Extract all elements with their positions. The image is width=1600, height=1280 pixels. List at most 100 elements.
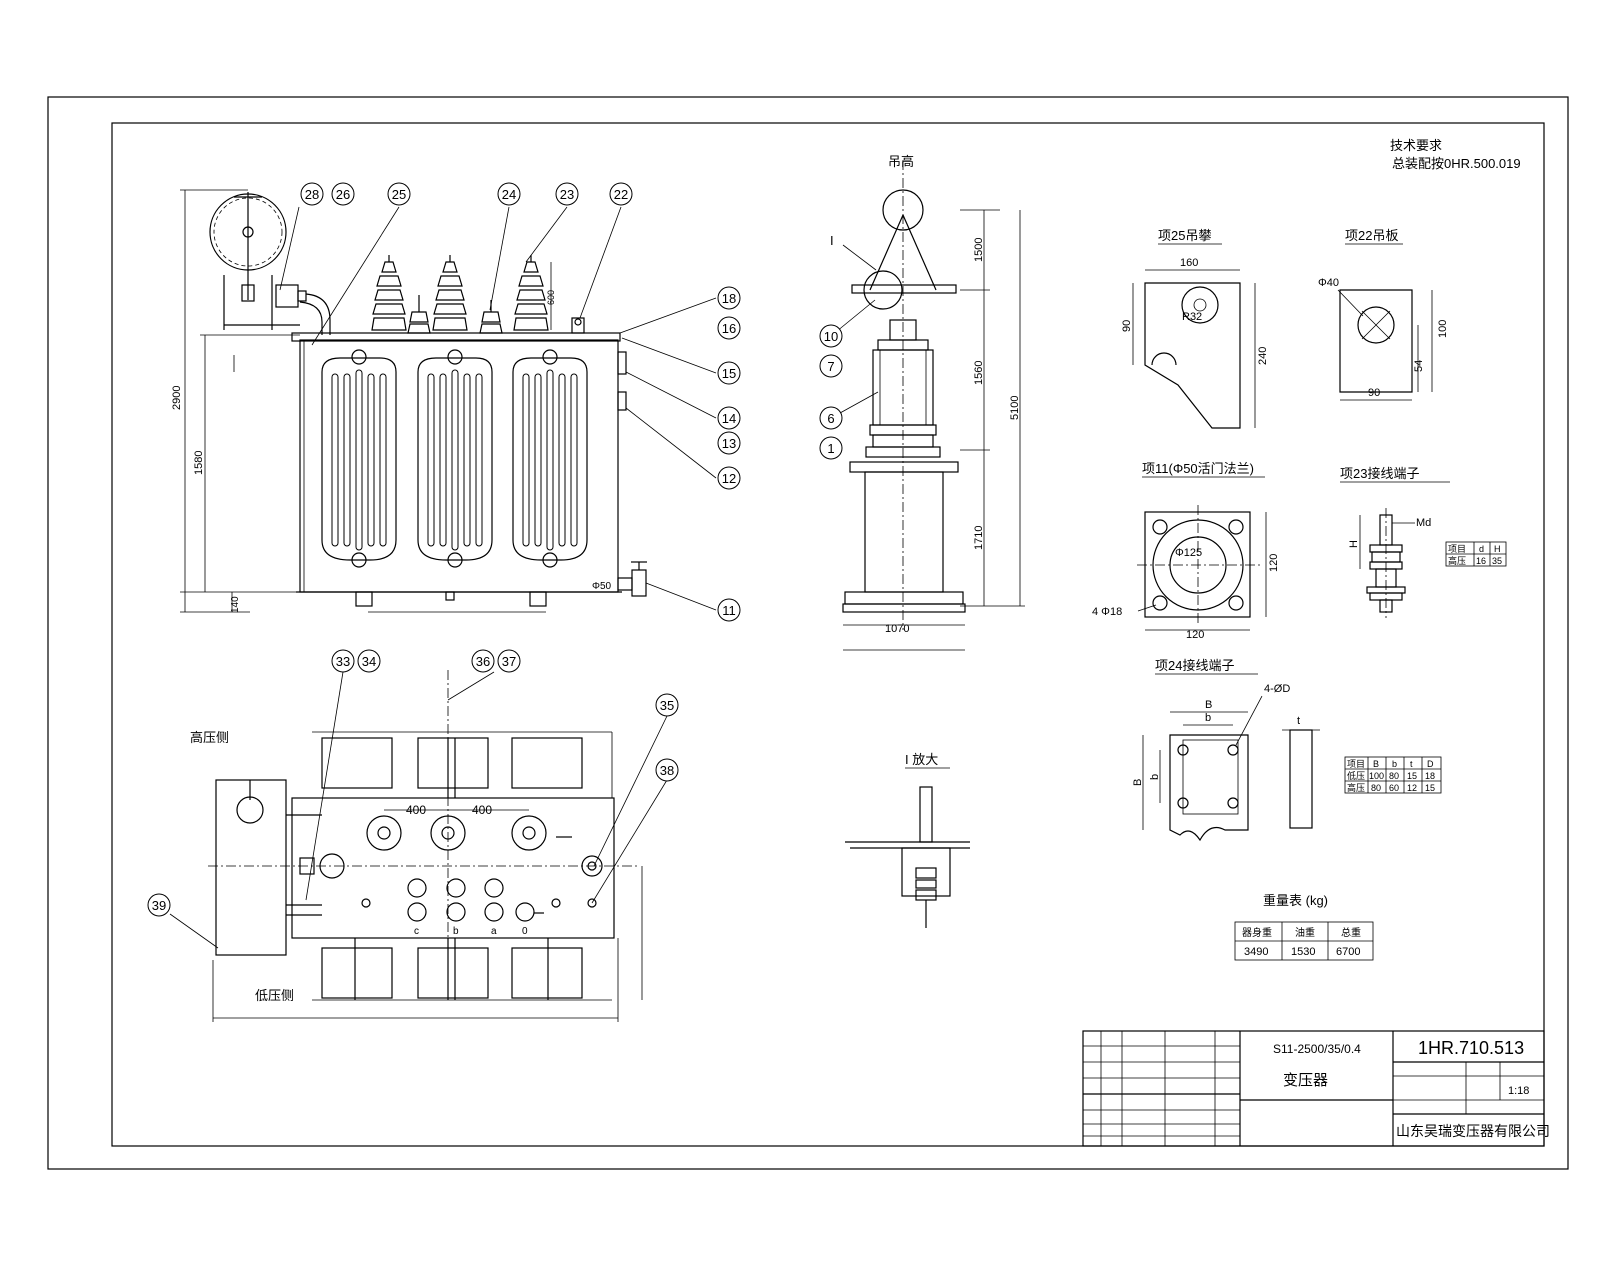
item11-dim-phi125: Φ125 xyxy=(1175,547,1202,559)
callout-11-label: 11 xyxy=(722,603,736,618)
side-dim-5100: 5100 xyxy=(1009,396,1021,420)
item23-dim-h: H xyxy=(1348,540,1360,548)
plan-view: 高压侧 低压侧 400 400 xyxy=(147,649,679,1022)
item24-dim-holes: 4-ØD xyxy=(1264,683,1290,695)
item24-r1-1: 80 xyxy=(1371,783,1381,793)
callout-24-label: 24 xyxy=(502,187,516,202)
item24-title: 项24接线端子 xyxy=(1155,658,1234,673)
callout-23-label: 23 xyxy=(560,187,574,202)
weight-table: 重量表 (kg) 器身重 油重 总重 3490 1530 6700 xyxy=(1234,893,1374,961)
item24-dim-b-v: b xyxy=(1149,774,1161,780)
phase-c: c xyxy=(414,926,419,937)
weight-val-0: 3490 xyxy=(1244,946,1268,958)
item24-r0-4: 18 xyxy=(1425,771,1435,781)
callout-6-label: 6 xyxy=(827,411,834,426)
item25-dim-160: 160 xyxy=(1180,257,1198,269)
callout-1 xyxy=(819,436,843,460)
item25-dim-90: 90 xyxy=(1121,320,1133,332)
callout-13-label: 13 xyxy=(722,436,736,451)
side-dim-1560: 1560 xyxy=(973,361,985,385)
item24-r0-0: 低压 xyxy=(1347,770,1365,781)
callout-23 xyxy=(555,182,579,206)
side-dim-1070: 1070 xyxy=(885,623,909,635)
item22-dim-90: 90 xyxy=(1368,387,1380,399)
callout-34 xyxy=(357,649,381,673)
item23-th-2: H xyxy=(1494,544,1501,554)
title-name: 变压器 xyxy=(1283,1072,1328,1089)
callout-25-label: 25 xyxy=(392,187,406,202)
callout-14 xyxy=(717,406,741,430)
callout-18 xyxy=(717,286,741,310)
dim-height-total: 2900 xyxy=(171,386,183,410)
callout-34-label: 34 xyxy=(362,654,376,669)
side-top-label: 吊高 xyxy=(888,154,914,169)
item23-th-1: d xyxy=(1479,544,1484,554)
tech-req-title: 技术要求 xyxy=(1390,138,1442,153)
item24-dim-B-h: B xyxy=(1205,699,1212,711)
item24-th-0: 项目 xyxy=(1347,759,1365,769)
callout-15-label: 15 xyxy=(722,366,736,381)
item22-dim-54: 54 xyxy=(1413,360,1425,372)
item24-r1-0: 高压 xyxy=(1347,782,1365,793)
item24-detail: 项24接线端子 4-ØD B b B b t 项目 B b xyxy=(1132,658,1442,842)
outer-border xyxy=(47,96,1569,1170)
weight-val-2: 6700 xyxy=(1336,946,1360,958)
dim-body-height: 1580 xyxy=(193,451,205,475)
phase-b: b xyxy=(453,926,459,937)
callout-6 xyxy=(819,406,843,430)
item24-r1-3: 12 xyxy=(1407,783,1417,793)
callout-16-label: 16 xyxy=(722,321,736,336)
title-model: S11-2500/35/0.4 xyxy=(1273,1042,1361,1056)
callout-28 xyxy=(300,182,324,206)
plan-spacing-1: 400 xyxy=(406,803,426,817)
front-view: Φ50 2900 1580 140 600 xyxy=(171,189,647,613)
item22-dim-100: 100 xyxy=(1437,320,1449,338)
callout-36 xyxy=(471,649,495,673)
item22-detail: 项22吊板 Φ40 100 54 90 xyxy=(1318,228,1449,401)
callout-18-label: 18 xyxy=(722,291,736,306)
callout-24 xyxy=(497,182,521,206)
callout-36-label: 36 xyxy=(476,654,490,669)
callout-39 xyxy=(147,893,171,917)
drain-valve: Φ50 xyxy=(592,561,647,597)
radiator-1 xyxy=(321,349,397,568)
callout-33-label: 33 xyxy=(336,654,350,669)
item24-dim-B-v: B xyxy=(1132,779,1144,786)
weight-th-1: 油重 xyxy=(1295,926,1315,939)
item11-dim-120-v: 120 xyxy=(1268,554,1280,572)
item11-dim-120-h: 120 xyxy=(1186,629,1204,641)
callout-11 xyxy=(717,598,741,622)
weight-th-2: 总重 xyxy=(1341,926,1361,939)
callout-14-label: 14 xyxy=(722,411,736,426)
weight-th-0: 器身重 xyxy=(1242,926,1272,939)
side-dim-1710: 1710 xyxy=(973,526,985,550)
item11-dim-holes: 4 Φ18 xyxy=(1092,606,1122,618)
weight-title: 重量表 (kg) xyxy=(1263,893,1328,908)
title-company: 山东吴瑞变压器有限公司 xyxy=(1396,1123,1550,1139)
callout-37-label: 37 xyxy=(502,654,516,669)
callout-22 xyxy=(609,182,633,206)
callout-7-label: 7 xyxy=(827,359,834,374)
item25-dim-240: 240 xyxy=(1257,347,1269,365)
callout-25 xyxy=(387,182,411,206)
callout-12 xyxy=(717,466,741,490)
tech-requirements: 技术要求 总装配按0HR.500.019 xyxy=(1390,138,1521,171)
lv-side-label: 低压侧 xyxy=(255,988,294,1003)
item25-title: 项25吊攀 xyxy=(1158,228,1211,243)
item22-dim-phi40: Φ40 xyxy=(1318,277,1339,289)
callout-22-label: 22 xyxy=(614,187,628,202)
callout-16 xyxy=(717,316,741,340)
side-view: 吊高 I 1500 1560 1710 5100 xyxy=(819,154,1025,651)
phase-a: a xyxy=(491,926,497,937)
item23-th-0: 项目 xyxy=(1448,544,1466,554)
item24-dim-b-h: b xyxy=(1205,712,1211,724)
dim-base: 140 xyxy=(230,596,241,613)
detail-mark: I xyxy=(830,233,834,248)
callout-10-label: 10 xyxy=(824,329,838,344)
callout-15 xyxy=(717,361,741,385)
plan-spacing-2: 400 xyxy=(472,803,492,817)
weight-val-1: 1530 xyxy=(1291,946,1315,958)
detail-I-label: I 放大 xyxy=(905,752,938,767)
item24-th-4: D xyxy=(1427,759,1434,769)
hv-bushings xyxy=(371,255,549,331)
